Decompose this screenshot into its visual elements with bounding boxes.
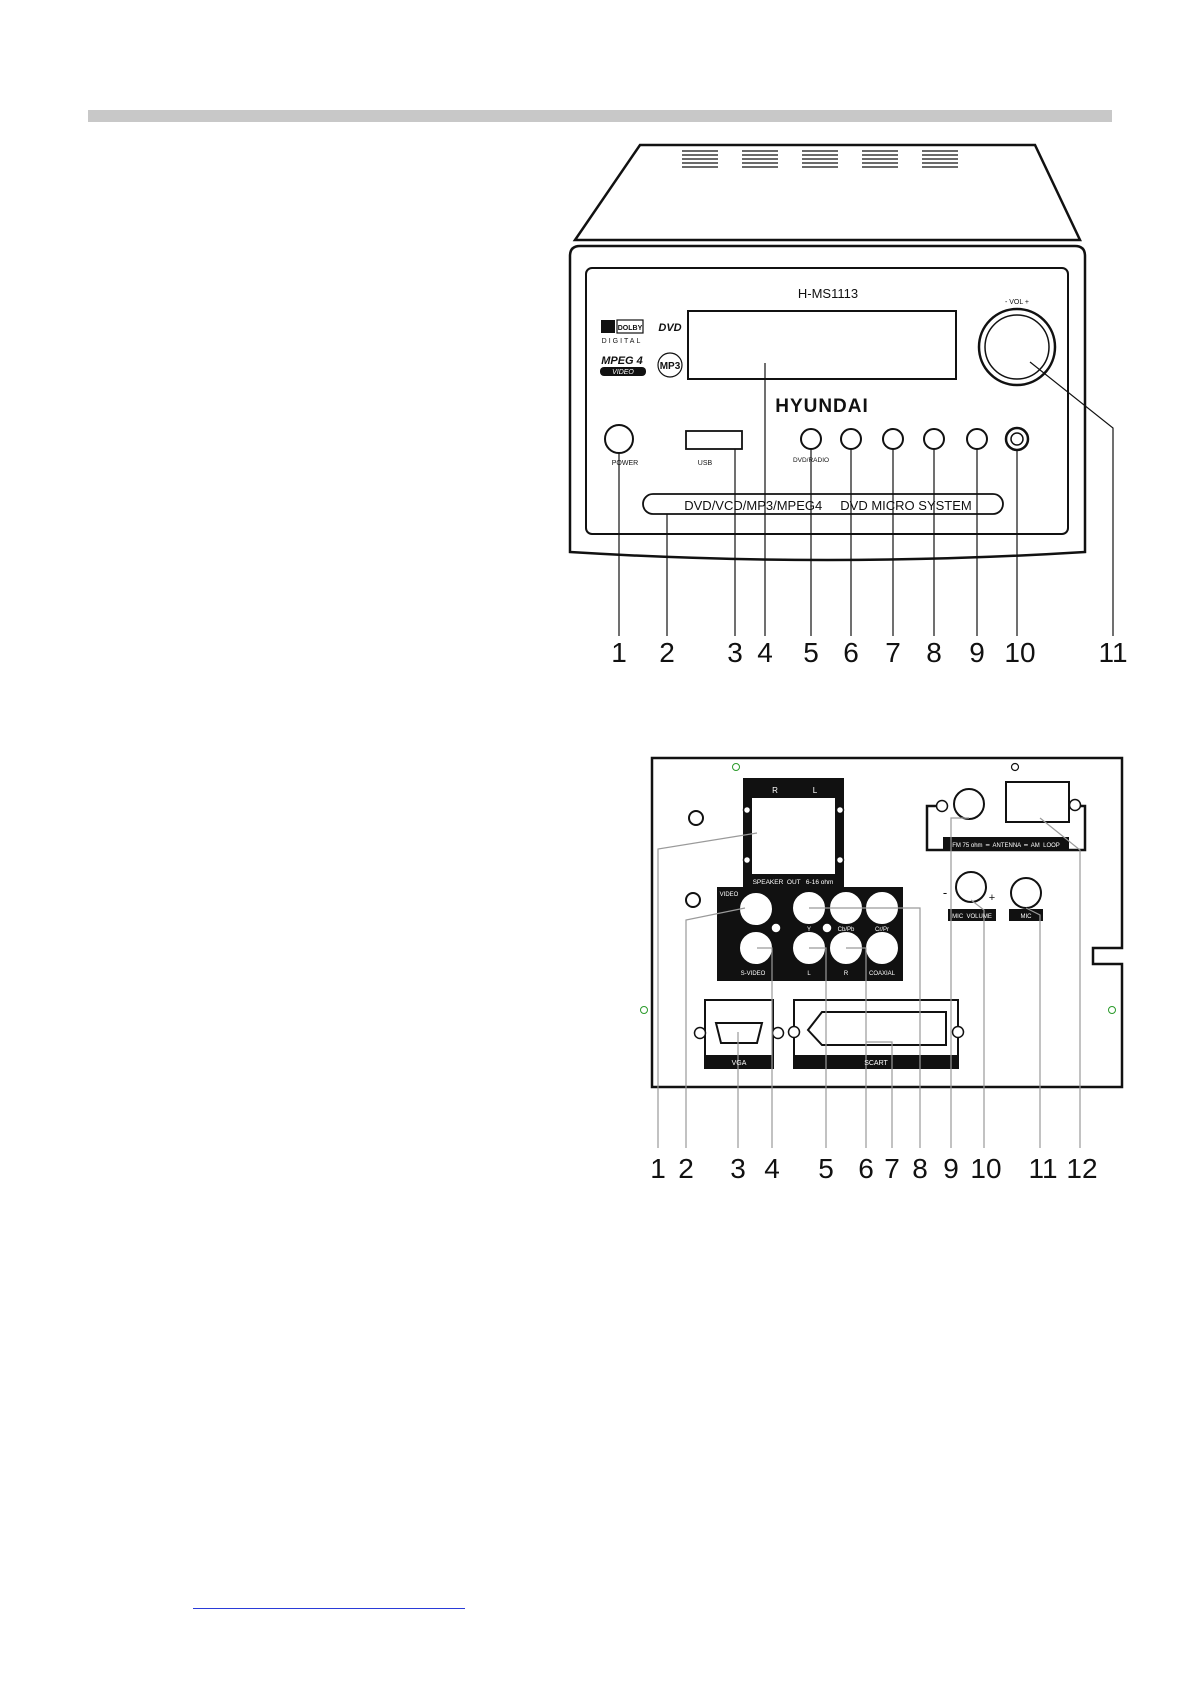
vga-port-label: VGA <box>732 1060 747 1067</box>
vent <box>922 150 958 168</box>
callout-11: 11 <box>1028 1153 1057 1184</box>
mic-volume-label: MIC VOLUME <box>952 914 992 920</box>
power-button-label: POWER <box>612 460 638 467</box>
callout-5: 5 <box>818 1153 834 1184</box>
callout-9: 9 <box>969 637 985 668</box>
callout-6: 6 <box>858 1153 874 1184</box>
svideo-jack-label: S-VIDEO <box>741 971 766 977</box>
callout-4: 4 <box>764 1153 780 1184</box>
callout-11: 11 <box>1098 637 1127 668</box>
coaxial-jack-label: COAXIAL <box>869 971 896 977</box>
dvd-logo: DVD <box>658 322 681 334</box>
callout-8: 8 <box>912 1153 928 1184</box>
callout-1: 1 <box>650 1153 666 1184</box>
callout-3: 3 <box>730 1153 746 1184</box>
video-logo: VIDEO <box>612 369 634 376</box>
volume-label: - VOL + <box>1005 299 1029 306</box>
callout-7: 7 <box>884 1153 900 1184</box>
vent <box>742 150 778 168</box>
video-jack-label: VIDEO <box>720 892 739 898</box>
cb-jack-label: Cb/Pb <box>838 927 855 933</box>
speaker-l-label: L <box>813 786 818 795</box>
speaker-r-label: R <box>772 786 778 795</box>
callout-3: 3 <box>727 637 743 668</box>
format-logos: DOLBY DIGITAL DVD MPEG 4 VIDEO MP3 <box>600 319 683 378</box>
callout-6: 6 <box>843 637 859 668</box>
front-panel-illustration <box>568 143 1114 636</box>
audio-r-label: R <box>844 971 849 977</box>
model-label: H-MS1113 <box>798 286 858 301</box>
mic-volume-minus: - <box>943 885 947 900</box>
callout-2: 2 <box>659 637 675 668</box>
mp3-logo: MP3 <box>660 361 681 372</box>
usb-port-label: USB <box>698 460 713 467</box>
mic-jack-label: MIC <box>1021 914 1033 920</box>
mic-volume-plus: + <box>989 892 995 904</box>
brand-logo: HYUNDAI <box>775 396 869 417</box>
speaker-out-label: SPEAKER OUT 6-16 ohm <box>753 879 834 886</box>
vent <box>682 150 718 168</box>
callout-2: 2 <box>678 1153 694 1184</box>
front-callout-numbers: 1 2 3 4 5 6 7 8 9 10 11 <box>611 637 1127 668</box>
digital-logo: DIGITAL <box>602 338 643 345</box>
callout-10: 10 <box>1004 637 1035 668</box>
footer-link-underline[interactable] <box>193 1608 465 1609</box>
vent <box>802 150 838 168</box>
audio-l-label: L <box>807 971 811 977</box>
callout-1: 1 <box>611 637 627 668</box>
cr-jack-label: Cr/Pr <box>875 927 889 933</box>
callout-12: 12 <box>1066 1153 1097 1184</box>
dvd-radio-button-label: DVD/RADIO <box>793 457 829 464</box>
callout-7: 7 <box>885 637 901 668</box>
rear-callout-numbers: 1 2 3 4 5 6 7 8 9 10 11 12 <box>650 1153 1097 1184</box>
y-jack-label: Y <box>807 927 811 933</box>
callout-10: 10 <box>970 1153 1001 1184</box>
callout-5: 5 <box>803 637 819 668</box>
scart-port-label: SCART <box>864 1060 888 1067</box>
antenna-label: FM 75 ohm ━ ANTENNA ━ AM LOOP <box>952 843 1060 849</box>
disc-slot-label: DVD/VCD/MP3/MPEG4 DVD MICRO SYSTEM <box>684 498 972 513</box>
dolby-logo: DOLBY <box>618 325 643 332</box>
rear-panel-illustration <box>640 756 1124 1148</box>
callout-9: 9 <box>943 1153 959 1184</box>
callout-8: 8 <box>926 637 942 668</box>
callout-4: 4 <box>757 637 773 668</box>
mpeg4-logo: MPEG 4 <box>601 355 643 367</box>
header-rule <box>88 110 1112 122</box>
vent <box>862 150 898 168</box>
